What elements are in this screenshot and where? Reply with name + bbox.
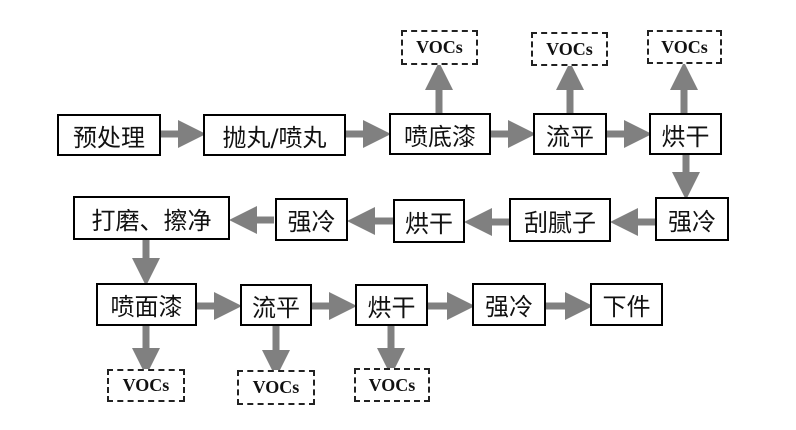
step-shot-blasting: 抛丸/喷丸: [203, 114, 346, 156]
voc-emission-leveling-1: VOCs: [531, 32, 608, 66]
step-drying-3: 烘干: [355, 284, 428, 326]
step-drying-1: 烘干: [649, 113, 722, 155]
step-pretreatment: 预处理: [57, 114, 161, 156]
voc-emission-leveling-2: VOCs: [237, 370, 315, 405]
voc-emission-topcoat: VOCs: [107, 369, 185, 402]
step-forced-cooling-2: 强冷: [275, 198, 348, 241]
step-primer-spray: 喷底漆: [389, 113, 491, 155]
step-putty: 刮腻子: [509, 198, 611, 242]
step-unloading: 下件: [590, 283, 663, 326]
step-leveling-1: 流平: [533, 113, 607, 155]
step-forced-cooling-1: 强冷: [655, 197, 729, 241]
voc-emission-drying-1: VOCs: [647, 30, 722, 64]
step-topcoat-spray: 喷面漆: [96, 283, 197, 326]
step-forced-cooling-3: 强冷: [472, 283, 546, 326]
voc-emission-primer: VOCs: [401, 30, 478, 65]
step-drying-2: 烘干: [393, 199, 465, 243]
step-leveling-2: 流平: [240, 284, 312, 326]
voc-emission-drying-3: VOCs: [354, 368, 430, 402]
step-sanding-wiping: 打磨、擦净: [73, 196, 230, 240]
